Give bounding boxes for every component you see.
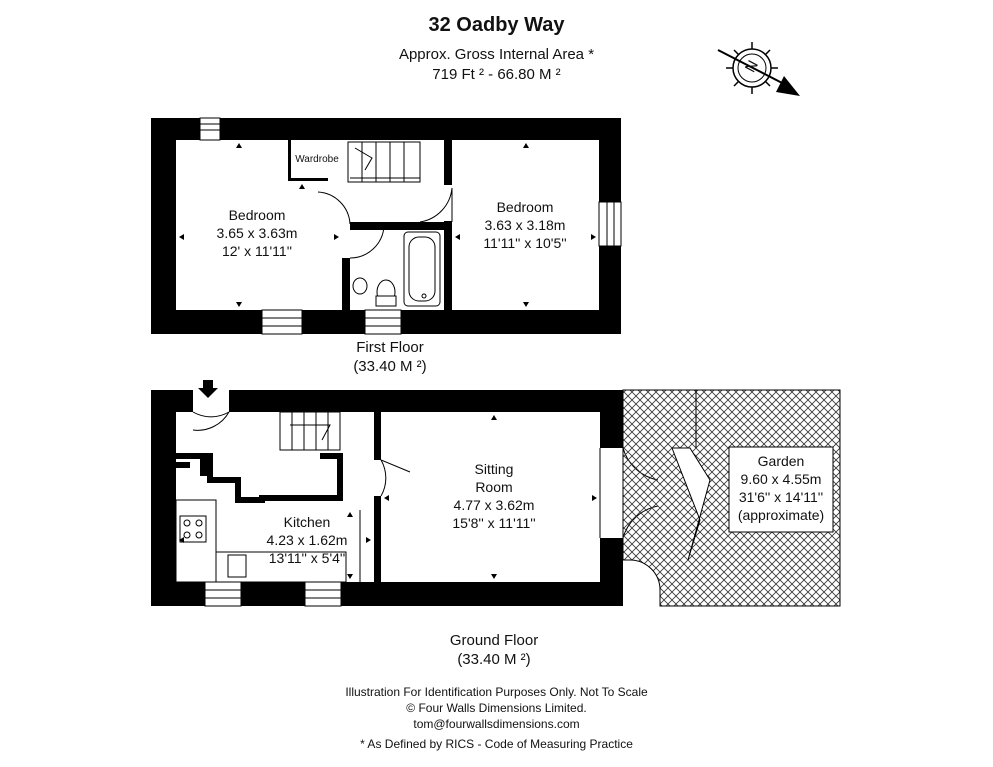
room-name: Garden (757, 453, 805, 469)
room-imperial: 13'11'' x 5'4'' (268, 550, 346, 566)
room-note: (approximate) (737, 507, 825, 523)
room-name-line2: Room (475, 479, 513, 495)
room-imperial: 11'11'' x 10'5'' (483, 235, 567, 251)
room-imperial: 31'6'' x 14'11'' (738, 489, 824, 505)
sitting-room: Sitting Room 4.77 x 3.62m 15'8'' x 11'11… (424, 460, 564, 532)
kitchen: Kitchen 4.23 x 1.62m 13'11'' x 5'4'' (252, 513, 362, 567)
area-value: 719 Ft ² - 66.80 M ² (432, 66, 561, 83)
garden: Garden 9.60 x 4.55m 31'6'' x 14'11'' (ap… (730, 452, 832, 524)
entrance-arrow-icon (198, 380, 218, 398)
room-name: Bedroom (496, 199, 554, 215)
room-metric: 9.60 x 4.55m (740, 471, 822, 487)
room-name: Sitting (474, 461, 514, 477)
room-imperial: 15'8'' x 11'11'' (452, 515, 536, 531)
ground-floor-plan (151, 380, 659, 607)
disclaimer: Illustration For Identification Purposes… (345, 685, 648, 699)
room-name: Bedroom (228, 207, 286, 223)
page-title: 32 Oadby Way (428, 14, 565, 36)
room-metric: 4.77 x 3.62m (453, 497, 535, 513)
room-metric: 3.63 x 3.18m (484, 217, 566, 233)
wardrobe-label: Wardrobe (295, 154, 339, 165)
contact-email: tom@fourwallsdimensions.com (413, 717, 580, 731)
room-imperial: 12' x 11'11'' (221, 243, 293, 259)
floor-area: (33.40 M ²) (353, 358, 427, 375)
room-metric: 3.65 x 3.63m (216, 225, 298, 241)
ground-floor-label: Ground Floor (33.40 M ²) (414, 631, 574, 669)
floor-area: (33.40 M ²) (457, 651, 531, 668)
bedroom-right: Bedroom 3.63 x 3.18m 11'11'' x 10'5'' (455, 198, 595, 252)
compass-icon (717, 42, 800, 96)
first-floor-plan (151, 117, 622, 335)
first-floor-label: First Floor (33.40 M ²) (310, 338, 470, 376)
bedroom-left: Bedroom 3.65 x 3.63m 12' x 11'11'' (182, 206, 332, 260)
garden-plan (622, 389, 841, 607)
floor-name: First Floor (356, 339, 424, 356)
floor-name: Ground Floor (449, 632, 539, 649)
area-label: Approx. Gross Internal Area * (398, 46, 595, 63)
room-metric: 4.23 x 1.62m (266, 532, 348, 548)
rics-note: * As Defined by RICS - Code of Measuring… (360, 737, 633, 751)
room-name: Kitchen (283, 514, 331, 530)
copyright: © Four Walls Dimensions Limited. (406, 701, 587, 715)
